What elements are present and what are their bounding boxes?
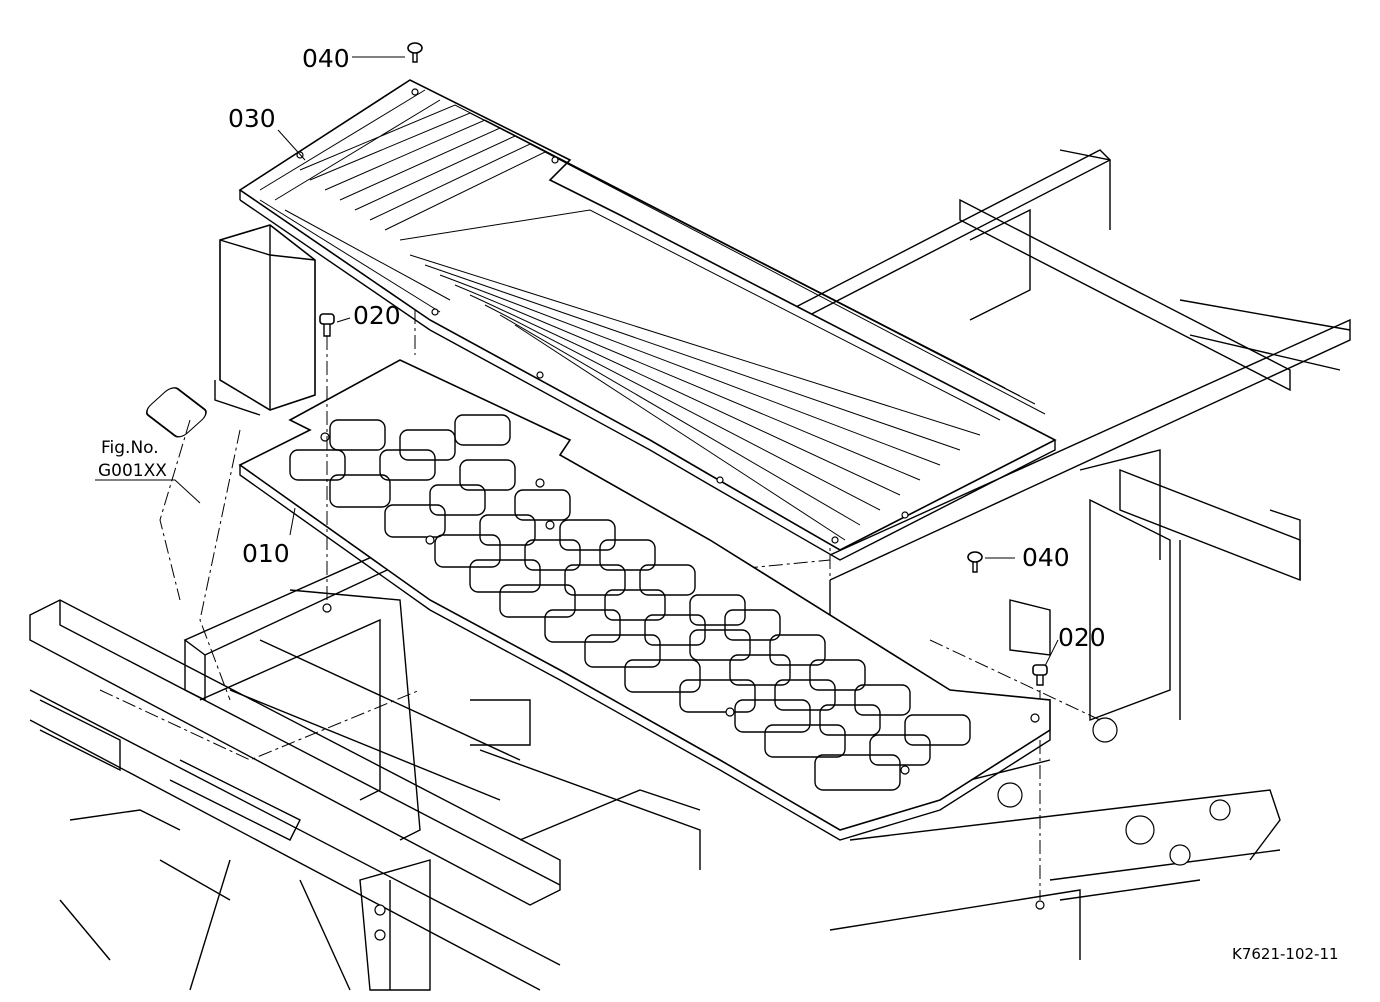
- fig-no-code: G001XX: [98, 461, 167, 481]
- callout-040-top: 040: [302, 44, 350, 73]
- floor-panel-010: [146, 359, 1051, 841]
- callout-010: 010: [242, 539, 290, 568]
- bolt-020-right: [1032, 664, 1048, 910]
- floor-mat-030: [238, 79, 1057, 561]
- chassis-frame: [29, 85, 1351, 991]
- fig-no-label: Fig.No.: [101, 438, 159, 458]
- panel-cells: [146, 387, 971, 791]
- callout-040-right: 040: [1022, 543, 1070, 572]
- rivet-040-top: [407, 42, 423, 63]
- callout-020-right: 020: [1058, 623, 1106, 652]
- mat-ribs: [259, 89, 1046, 541]
- callout-020-left: 020: [353, 301, 401, 330]
- callout-030: 030: [228, 104, 276, 133]
- drawing-reference-code: K7621-102-11: [1232, 945, 1339, 963]
- leader-lines: [95, 56, 1059, 667]
- rivet-040-right: [967, 551, 983, 573]
- bolt-020-left: [319, 313, 335, 613]
